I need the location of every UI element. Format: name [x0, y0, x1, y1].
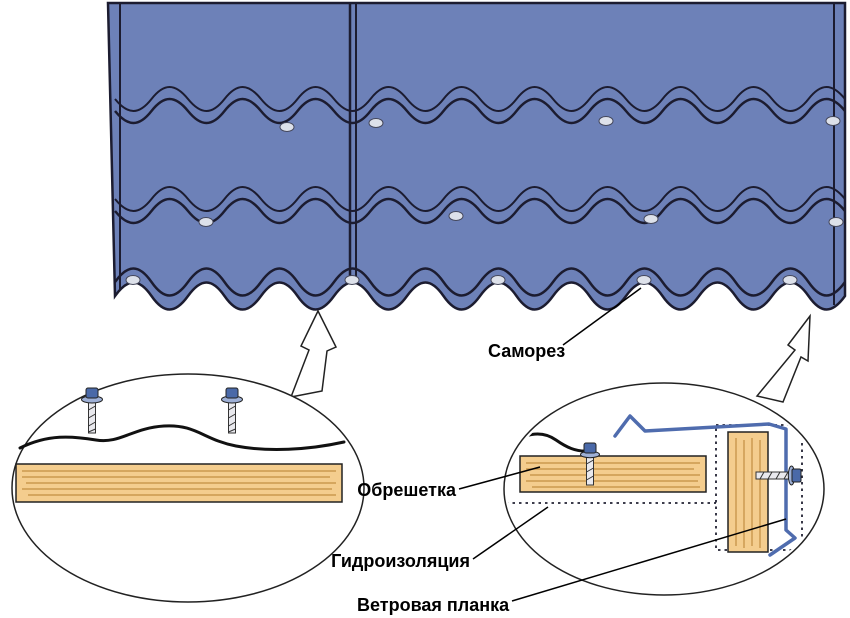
wind-plank-profile: [613, 414, 797, 557]
screw-fastener: [580, 442, 600, 486]
tile-row-lines: [113, 3, 845, 310]
roof-screws: [125, 116, 844, 285]
pointer-line-batten: [458, 466, 541, 490]
roof-screw-dot: [198, 217, 214, 227]
screw-fastener: [81, 387, 103, 434]
annotations: Саморез Обрешетка Гидроизоляция Ветровая…: [331, 287, 787, 615]
label-wind-plank: Ветровая планка: [357, 595, 510, 615]
roof-screw-dot: [782, 275, 798, 285]
tile-row-line: [114, 97, 845, 125]
detail-callout-right: [503, 313, 825, 596]
pointer-line-screw: [562, 287, 642, 346]
roof-screw-dot: [368, 118, 384, 128]
screw-head: [583, 442, 597, 454]
end-board-grain: [735, 438, 761, 548]
wood-grain-line: [526, 462, 700, 488]
roof-screw-dot: [598, 116, 614, 126]
screw-thread-hatch: [228, 405, 236, 433]
wood-grain-line: [22, 470, 336, 496]
roof-screw-dot: [643, 214, 659, 224]
batten-wood-grain: [526, 462, 700, 488]
pointer-line-waterproofing: [472, 506, 549, 560]
roof-screw-dot: [828, 217, 844, 227]
screw-thread-hatch: [759, 471, 789, 480]
roof-screw-dot: [279, 122, 295, 132]
roof-screw-dot: [490, 275, 506, 285]
screw-fastener: [221, 387, 243, 434]
roof-screw-dot: [344, 275, 360, 285]
metal-tile-sheet: [106, 1, 847, 311]
callout-arrow-left: [289, 309, 338, 398]
batten-wood-grain: [22, 470, 336, 496]
tile-bottom-step-line: [113, 267, 845, 297]
end-board: [727, 431, 769, 553]
tile-profile-line: [18, 424, 346, 451]
screw-head: [791, 468, 802, 483]
screw-shaft: [755, 471, 793, 480]
label-batten: Обрешетка: [357, 480, 457, 500]
screw-thread-hatch: [586, 459, 594, 481]
roof-screw-dot: [448, 211, 464, 221]
wood-grain-line: [735, 438, 761, 548]
roof-screw-dot: [825, 116, 841, 126]
sheet-body: [106, 1, 847, 311]
screw-thread-hatch: [88, 405, 96, 433]
label-screw: Саморез: [488, 341, 565, 361]
roof-screw-dot: [636, 275, 652, 285]
tile-row-line: [114, 86, 845, 112]
label-waterproofing: Гидроизоляция: [331, 551, 470, 571]
roof-screw-dot: [125, 275, 141, 285]
side-screw-fastener: [755, 465, 802, 486]
pointer-line-wind-plank: [511, 518, 787, 602]
callout-right-content: [507, 414, 803, 557]
screw-head: [225, 387, 239, 399]
tile-row-line: [114, 197, 845, 225]
tile-row-line: [114, 186, 845, 212]
callout-arrow-right: [755, 313, 811, 403]
screw-head: [85, 387, 99, 399]
batten-board: [519, 455, 707, 493]
detail-callout-left: [11, 309, 365, 603]
